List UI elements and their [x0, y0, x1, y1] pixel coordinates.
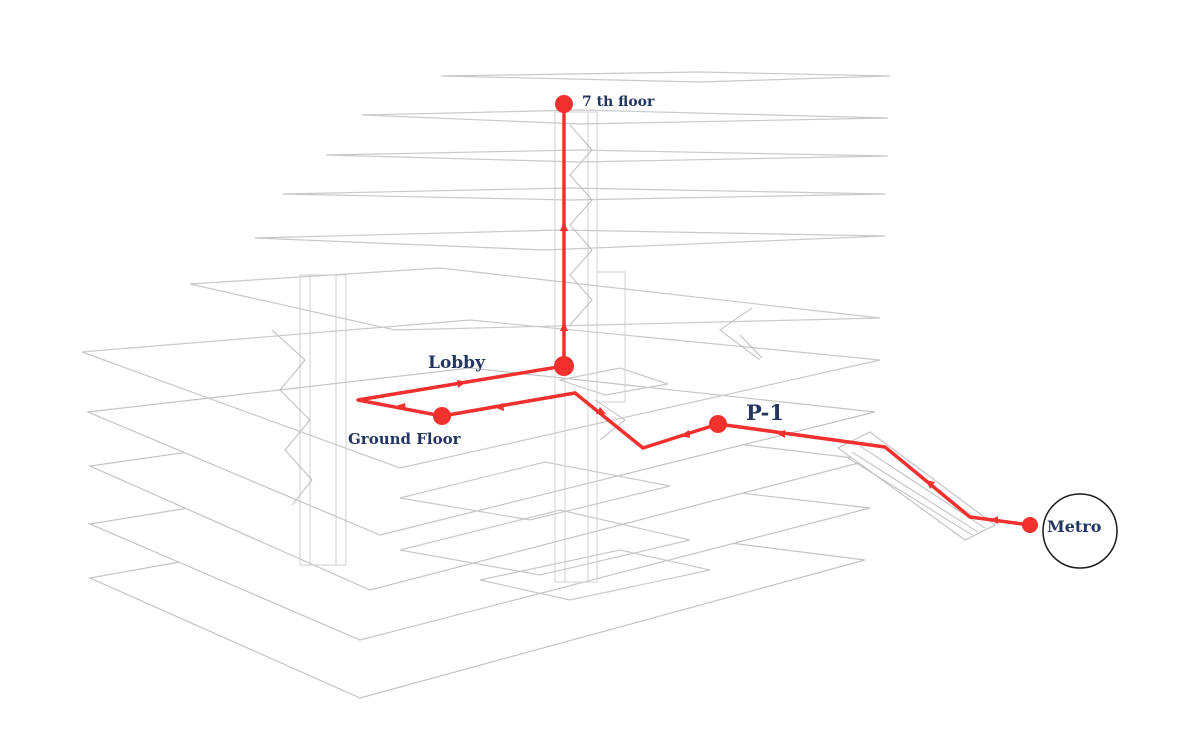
route-node-metro [1022, 517, 1038, 533]
metro-circle [1042, 493, 1118, 569]
central-stair [569, 124, 593, 326]
floor-slab-inner-2 [399, 509, 691, 576]
floor-slab-7 [440, 71, 891, 83]
route-lobby-to-metro [573, 391, 1032, 527]
floor-mezzanine [557, 367, 669, 396]
route-arrow [494, 403, 504, 411]
central-stair-lower [594, 399, 626, 441]
floor-slab-5 [325, 149, 889, 163]
route-arrow [396, 403, 406, 411]
route-arrow [560, 322, 568, 331]
route-arrow [776, 430, 785, 438]
left-stair [271, 329, 313, 506]
route [356, 95, 1038, 533]
floor-slabs-upper [81, 71, 891, 469]
route-node-lobby [554, 356, 574, 376]
route-node-ground-floor [433, 407, 451, 425]
route-arrow [680, 430, 690, 438]
floor-slab-4 [282, 187, 886, 201]
route-arrow [990, 516, 998, 524]
label-seventh-floor: 7 th floor [582, 94, 655, 110]
floor-slab-6 [361, 109, 889, 125]
route-node-seventh-floor [555, 95, 573, 113]
floor-slab-b1 [85, 367, 876, 536]
central-lift-box [596, 271, 626, 403]
floor-slab-3 [254, 229, 886, 251]
right-stair [719, 307, 763, 361]
label-ground-floor: Ground Floor [348, 430, 462, 448]
escalator [836, 431, 997, 541]
route-arrow [457, 380, 466, 388]
floor-slab-lobby [81, 319, 881, 469]
escalator-body [836, 431, 997, 541]
label-metro: Metro [1047, 517, 1102, 536]
route-arrow [596, 407, 606, 414]
floor-slab-inner-3 [479, 549, 711, 601]
label-lobby: Lobby [428, 353, 486, 373]
floor-slab-2 [189, 267, 881, 331]
route-arrow [560, 222, 568, 231]
floor-slabs-lower [85, 367, 876, 699]
route-node-p1 [709, 415, 727, 433]
route-arrow [926, 480, 935, 489]
label-p1: P-1 [746, 400, 784, 425]
floor-slab-inner-1 [399, 461, 671, 521]
